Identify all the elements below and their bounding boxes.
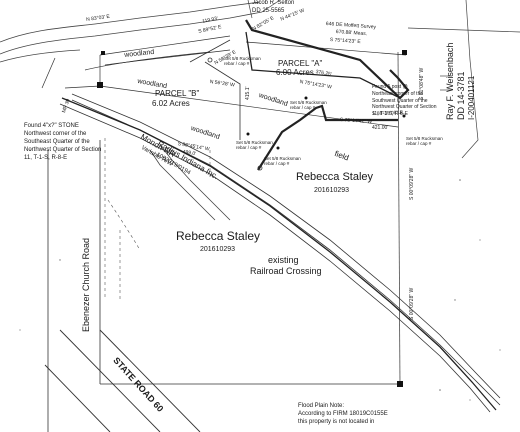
rebar-note-2: Set 5/8 Rucksman rebar / cap # [236, 140, 273, 151]
ebenezer-road-lines [47, 140, 101, 432]
found-note-left: Found 4"x?" STONE Northwest corner of th… [24, 122, 101, 162]
bearing: S 00°09'28" W [409, 167, 415, 200]
parcel-b-lines [189, 39, 241, 140]
staley-lower-name: Rebecca Staley [176, 229, 261, 243]
north-road-lines [0, 1, 263, 63]
rebar-note-4: Set 5/8 Rucksman rebar / cap # [264, 156, 301, 167]
right-owner-deed: DD 14-3781 [456, 71, 466, 120]
parcel-b-name: PARCEL "B" [155, 89, 200, 98]
bearing: S 00°09'28" W [409, 287, 415, 320]
note-line: rebar / cap # [264, 161, 290, 167]
crossing-existing: existing [268, 255, 299, 265]
note-line: rebar / cap # [224, 61, 250, 67]
top-right-lines [247, 0, 520, 159]
flood-note-line: this property is not located in [298, 419, 375, 426]
dashed-lines [104, 138, 211, 300]
boundary-lines [41, 35, 407, 385]
staley-lower-number: 201610293 [200, 246, 236, 253]
top-owner-deed: DD 25-5565 [252, 8, 285, 14]
note-line: Southeast Quarter of the [24, 139, 90, 146]
staley-upper-number: 201610293 [314, 187, 350, 194]
note-line: Set 5/8 Rucksman [236, 140, 273, 145]
scan-noise [19, 149, 501, 401]
note-line: 11, T-1-S, R-8-E [24, 155, 68, 162]
rebar-note-1: Set 5/8 Rucksman rebar / cap # [224, 56, 261, 67]
note-line: rebar / cap # [236, 145, 262, 151]
note-line: Set 5/8 Rucksman [406, 136, 443, 141]
top-owner-name: Jacob R. Selton [252, 0, 295, 6]
flood-note-title: Flood Plain Note: [298, 403, 345, 409]
note-line: Set 5/8 Rucksman [264, 156, 301, 161]
distance: 415.1' [245, 86, 251, 100]
ebenezer-road-label: Ebenezer Church Road [81, 237, 91, 332]
note-line: 11, T-1-S, R-8-E [372, 111, 408, 117]
staley-upper-name: Rebecca Staley [296, 171, 374, 183]
note-line: Northwest Quarter of Section [372, 104, 437, 111]
note-line: Set 5/8 Rucksman [224, 56, 261, 61]
corner-markers [97, 50, 407, 387]
rebar-note-5: Set 5/8 Rucksman rebar / cap # [406, 136, 443, 147]
note-line: Northeast corner of the [372, 90, 424, 97]
state-road-lines [44, 329, 201, 432]
parcel-a-area: 6.00 Acres [276, 68, 314, 77]
rebar-note-3: Set 5/8 Rucksman rebar / cap # [290, 100, 327, 111]
note-line: Northwest corner of the [24, 131, 87, 138]
note-line: Found 5 post @ [372, 84, 408, 90]
note-line: Found 4"x?" STONE [24, 123, 79, 129]
right-owner-instrument: I-200401121 [467, 75, 476, 120]
parcel-a-inner-line [245, 31, 401, 99]
note-line: Northwest Quarter of Section [24, 147, 102, 154]
parcel-b-area: 6.02 Acres [152, 99, 190, 108]
crossing-label: Railroad Crossing [250, 266, 322, 276]
railroad-track [61, 97, 497, 411]
flood-note-line: According to FIRM 18019C0155E [298, 411, 388, 418]
parcel-a-name: PARCEL "A" [278, 59, 323, 68]
note-line: Southwest Quarter of the [372, 97, 428, 104]
note-line: rebar / cap # [406, 141, 432, 147]
right-owner-name: Ray F. Weisenbach [445, 42, 455, 120]
field-boundary [257, 104, 398, 171]
note-line: rebar / cap # [290, 105, 316, 111]
east-ticks [440, 75, 452, 91]
railroad-crossing [149, 144, 231, 221]
found-note-right: Found 5 post @ Northeast corner of the S… [372, 84, 436, 118]
distance: 421.00' [372, 125, 389, 131]
iron-pin-markers [207, 57, 263, 171]
flood-note: Flood Plain Note: According to FIRM 1801… [298, 402, 388, 426]
note-line: Set 5/8 Rucksman [290, 100, 327, 105]
